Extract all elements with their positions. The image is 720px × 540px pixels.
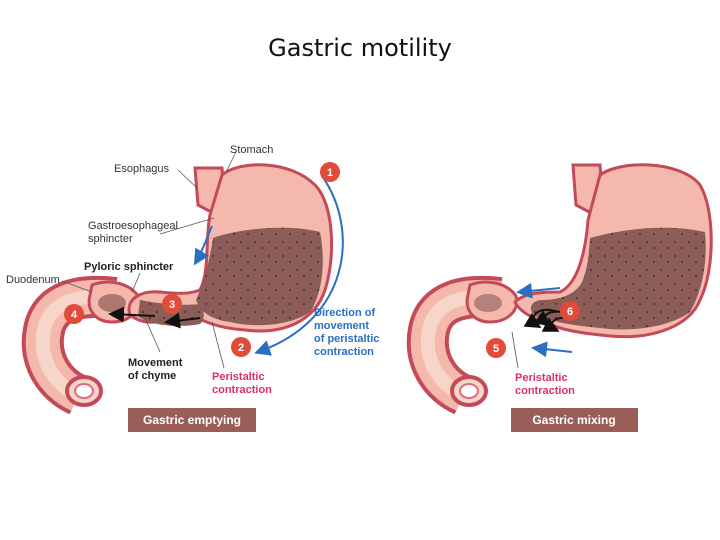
label-peristaltic-contraction-2: contraction [212,384,272,396]
left-duodenum-lumen [35,289,116,402]
label-direction-3: of peristaltic [314,333,379,345]
svg-text:Gastric emptying: Gastric emptying [143,413,241,427]
right-stomach-illustration [406,163,713,415]
label-ge-sphincter-2: sphincter [88,233,133,245]
left-chyme [196,227,323,326]
svg-text:1: 1 [327,167,333,179]
svg-text:Gastric mixing: Gastric mixing [532,413,615,427]
label-stomach: Stomach [230,144,273,156]
left-chyme-arrow-2 [108,306,156,323]
svg-text:3: 3 [169,299,175,311]
left-peristalsis-arrow [254,175,344,356]
left-sphincter-arrow [193,225,213,266]
label-duodenum: Duodenum [6,274,60,286]
label-esophagus: Esophagus [114,163,170,175]
left-chyme-arrow-1 [164,312,201,329]
label-direction-4: contraction [314,346,374,358]
label-movement-of-chyme-2: of chyme [128,370,176,382]
label-right-peristaltic-1: Peristaltic [515,372,568,384]
step-badge-3: 3 [162,294,182,314]
caption-gastric-emptying: Gastric emptying [128,408,256,432]
step-badge-4: 4 [64,304,84,324]
right-chyme [530,227,706,330]
label-direction-1: Direction of [314,307,375,319]
label-direction-2: movement [314,320,369,332]
label-peristaltic-contraction-1: Peristaltic [212,371,265,383]
svg-text:2: 2 [238,342,244,354]
right-leader-line [511,331,519,369]
step-badge-1: 1 [320,162,340,182]
right-mixing-arrows [516,282,573,358]
step-badge-6: 6 [560,301,580,321]
caption-gastric-mixing: Gastric mixing [511,408,638,432]
step-badge-5: 5 [486,338,506,358]
label-ge-sphincter-1: Gastroesophageal [88,220,178,232]
slide-title: Gastric motility [268,34,452,62]
label-pyloric-sphincter: Pyloric sphincter [84,261,174,273]
left-leader-lines [61,151,237,369]
step-badge-2: 2 [231,337,251,357]
label-right-peristaltic-2: contraction [515,385,575,397]
label-movement-of-chyme-1: Movement [128,357,183,369]
left-stomach-illustration [21,163,333,415]
svg-text:5: 5 [493,343,499,355]
svg-text:4: 4 [71,309,78,321]
svg-text:6: 6 [567,306,573,318]
